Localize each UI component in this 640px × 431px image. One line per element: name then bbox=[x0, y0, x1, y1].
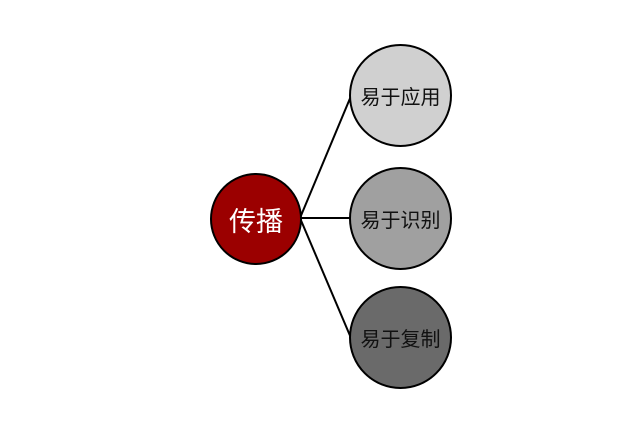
branch-label: 易于应用 bbox=[360, 85, 441, 109]
connector-line bbox=[299, 95, 352, 219]
branch-label: 易于识别 bbox=[360, 208, 441, 232]
branch-node-apply: 易于应用 bbox=[349, 44, 452, 147]
center-label: 传播 bbox=[229, 206, 283, 238]
branch-label: 易于复制 bbox=[360, 327, 441, 351]
branch-node-copy: 易于复制 bbox=[349, 286, 452, 389]
branch-node-recognize: 易于识别 bbox=[349, 167, 452, 270]
connector-line bbox=[299, 217, 352, 339]
center-node: 传播 bbox=[210, 173, 302, 265]
